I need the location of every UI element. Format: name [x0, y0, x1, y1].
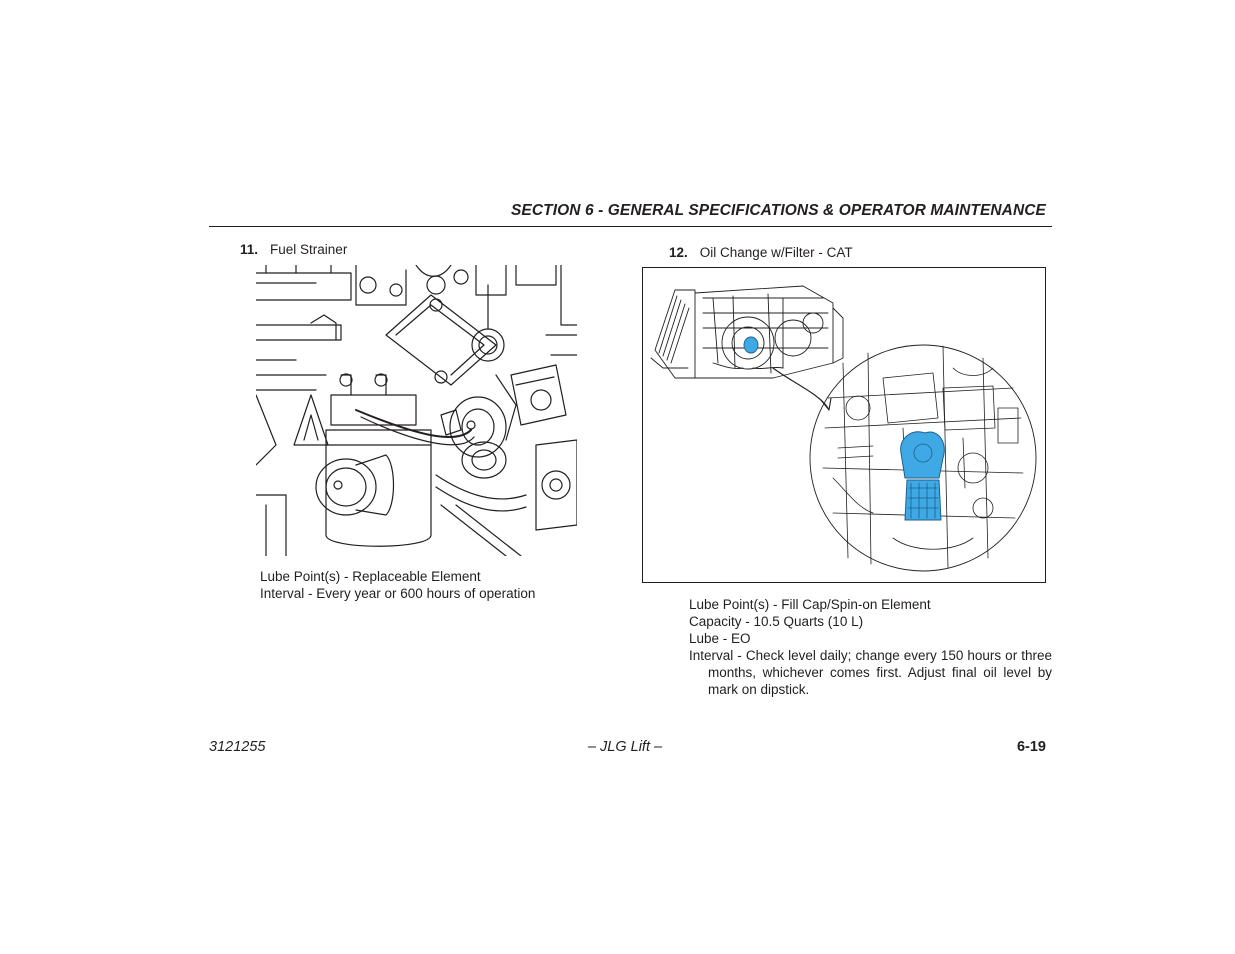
item-12-interval: Interval - Check level daily; change eve…: [689, 648, 1052, 697]
section-title: SECTION 6 - GENERAL SPECIFICATIONS & OPE…: [510, 202, 1046, 219]
item-11-interval: Interval - Every year or 600 hours of op…: [260, 586, 536, 601]
item-12-title: Oil Change w/Filter - CAT: [699, 245, 853, 260]
item-12-number: 12.: [669, 245, 688, 260]
item-12-details: Lube Point(s) - Fill Cap/Spin-on Element…: [689, 596, 1052, 698]
header-divider: [209, 226, 1052, 227]
oil-filter-illustration-frame: [642, 267, 1046, 583]
document-number: 3121255: [209, 739, 266, 755]
item-11-details: Lube Point(s) - Replaceable Element Inte…: [260, 568, 535, 602]
page-number: 6-19: [1016, 739, 1046, 755]
fuel-strainer-illustration: [256, 265, 577, 556]
item-12-lube-type: Lube - EO: [689, 631, 751, 646]
item-11-title: Fuel Strainer: [270, 242, 348, 257]
item-11-heading: 11. Fuel Strainer: [240, 242, 347, 257]
oil-filter-illustration: [650, 285, 1037, 572]
item-11-number: 11.: [240, 242, 259, 257]
item-11-lube-point: Lube Point(s) - Replaceable Element: [260, 569, 481, 584]
item-12-lube-point: Lube Point(s) - Fill Cap/Spin-on Element: [689, 597, 931, 612]
item-12-heading: 12. Oil Change w/Filter - CAT: [669, 245, 853, 260]
footer-brand: – JLG Lift –: [587, 739, 663, 755]
item-12-capacity: Capacity - 10.5 Quarts (10 L): [689, 614, 864, 629]
